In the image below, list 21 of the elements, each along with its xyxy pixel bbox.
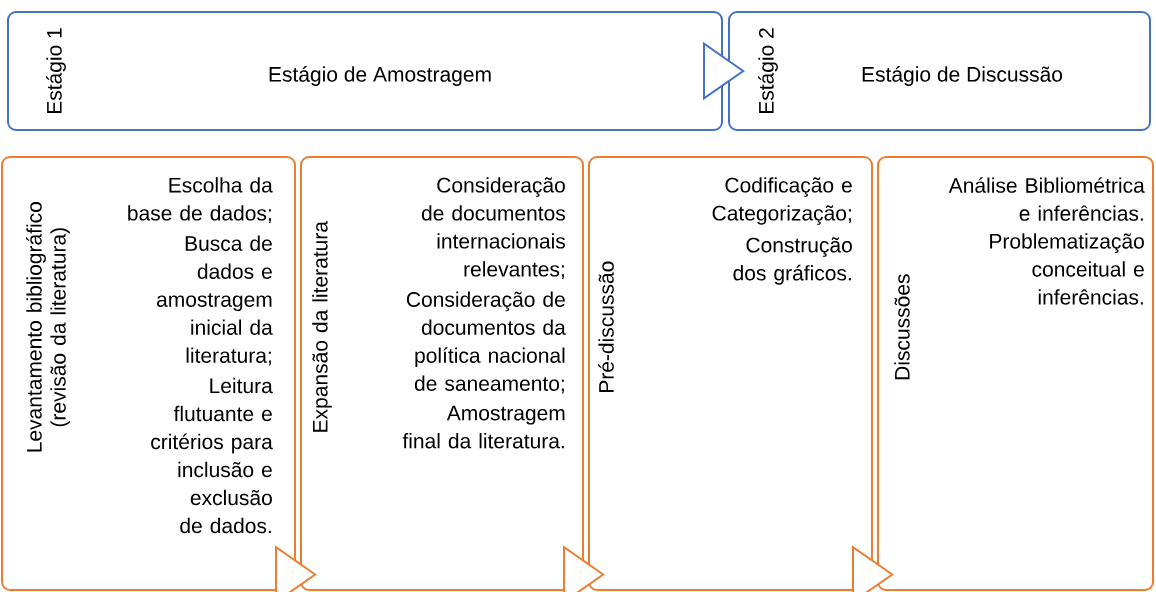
chevron-arrow — [274, 545, 317, 592]
heading-text: Levantamento bibliográfico (revisão da literatura) — [26, 202, 70, 452]
heading-text: Discussões — [894, 274, 910, 380]
body-text: Leitura flutuante e critérios para inclusão e exclusão de dados. — [151, 377, 273, 534]
body-text: Construção dos gráficos. — [733, 237, 852, 285]
heading-text: Pré-discussão — [598, 261, 614, 392]
stage-title: Estágio de Discussão — [862, 66, 1063, 86]
body-text: Escolha da base de dados; — [128, 177, 273, 224]
chevron-arrow — [851, 545, 894, 592]
stage-title: Estágio de Amostragem — [269, 66, 491, 86]
body-text: Problematização conceitual e inferências. — [990, 233, 1144, 305]
chevron-arrow — [562, 545, 605, 592]
body-text: Amostragem final da literatura. — [402, 405, 565, 449]
heading-text: Estágio 2 — [758, 28, 778, 114]
body-text: Consideração de documentos internacionais relevantes; — [421, 177, 565, 280]
body-text: Consideração de documentos da política nacional de saneamento; — [406, 291, 566, 394]
heading-text: Expansão da literatura — [312, 221, 332, 432]
heading-text: Estágio 1 — [46, 28, 66, 114]
body-text: Análise Bibliométrica e inferências. — [948, 177, 1145, 221]
body-text: Busca de dados e amostragem inicial da literatura; — [157, 235, 273, 366]
body-text: Codificação e Categorização; — [712, 177, 852, 225]
